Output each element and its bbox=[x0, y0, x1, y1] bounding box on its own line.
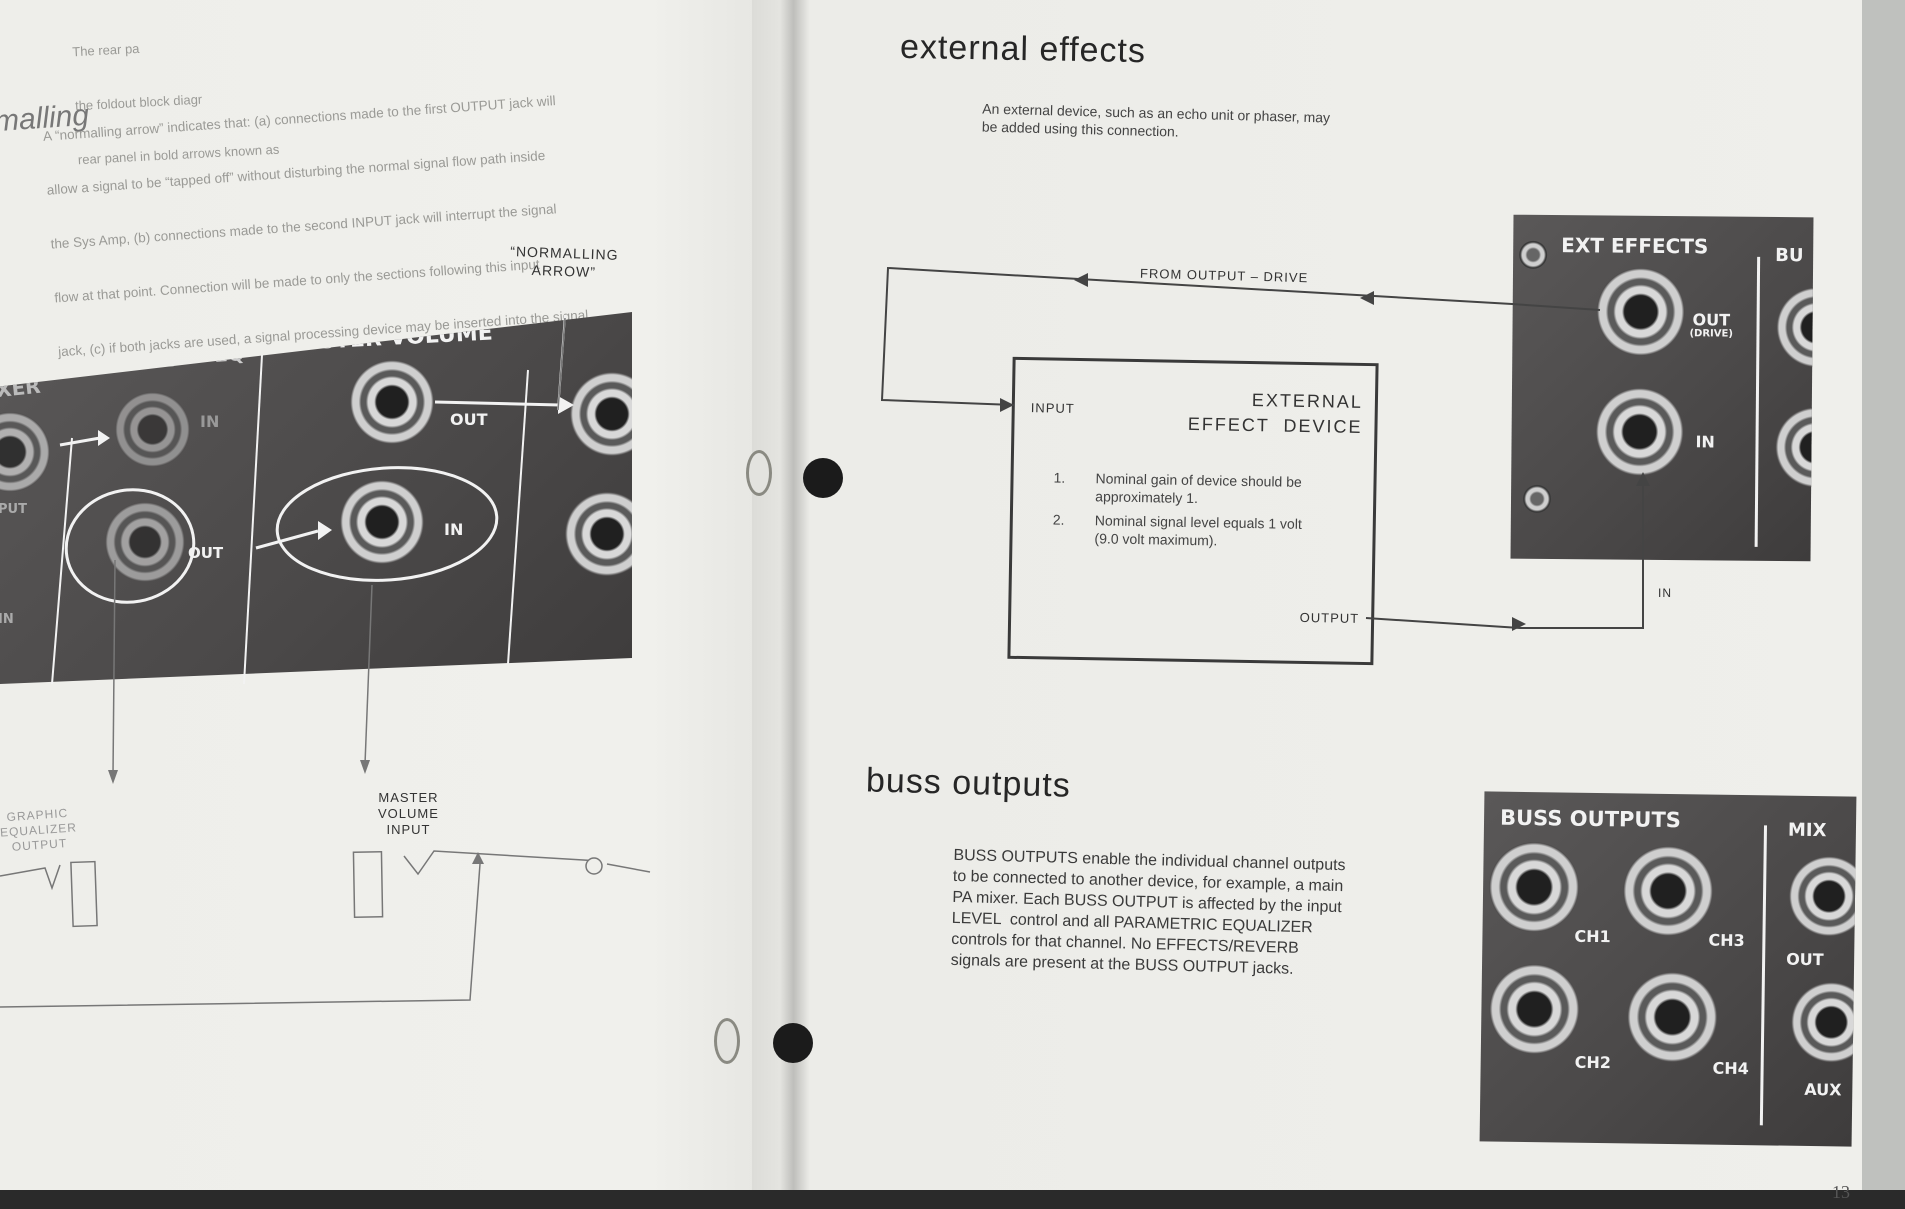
binding-gutter bbox=[780, 0, 810, 1209]
buss-panel-ch2: CH2 bbox=[1574, 1052, 1612, 1073]
page-bottom-edge bbox=[0, 1190, 1905, 1209]
jack-ch1 bbox=[1488, 841, 1580, 933]
buss-panel-aux: AUX bbox=[1804, 1079, 1842, 1100]
panel-label-out-2: OUT bbox=[188, 544, 224, 562]
buss-panel-out: OUT bbox=[1786, 949, 1824, 970]
panel-label-in-2: IN bbox=[444, 520, 464, 539]
jack-ch3 bbox=[1622, 845, 1714, 937]
page-edge bbox=[1862, 0, 1905, 1209]
jack bbox=[340, 480, 424, 564]
jack bbox=[1788, 855, 1857, 937]
binder-hole-top bbox=[803, 458, 843, 498]
binder-hole-bottom bbox=[773, 1023, 813, 1063]
in-label: IN bbox=[1658, 586, 1672, 600]
buss-outputs-heading: buss outputs bbox=[865, 761, 1072, 805]
panel-label-in-3: IN bbox=[0, 612, 14, 627]
panel-divider bbox=[1759, 825, 1768, 1126]
jack bbox=[565, 492, 632, 576]
page-number: 13 bbox=[1832, 1182, 1850, 1202]
binder-ring-bottom bbox=[714, 1018, 740, 1064]
jack-ch4 bbox=[1626, 971, 1718, 1063]
buss-panel-title: BUSS OUTPUTS bbox=[1499, 805, 1682, 833]
buss-panel-ch3: CH3 bbox=[1708, 930, 1745, 951]
buss-outputs-panel: BUSS OUTPUTS MIX CH1 CH3 CH2 CH4 OUT AUX bbox=[1479, 791, 1857, 1147]
jack bbox=[570, 372, 632, 456]
left-signal-diagram bbox=[0, 314, 651, 1008]
jack-ch2 bbox=[1488, 963, 1581, 1055]
panel-label-put: PUT bbox=[0, 502, 27, 517]
master-volume-input-label: MASTER VOLUME INPUT bbox=[378, 790, 439, 837]
binder-ring-top bbox=[746, 450, 772, 496]
panel-label-out: OUT bbox=[450, 410, 488, 429]
buss-panel-mix: MIX bbox=[1787, 819, 1827, 842]
jack bbox=[1790, 981, 1857, 1063]
buss-outputs-text: BUSS OUTPUTS enable the individual chann… bbox=[950, 846, 1346, 978]
jack bbox=[115, 392, 190, 467]
jack bbox=[105, 502, 185, 582]
panel-label-in: IN bbox=[200, 412, 220, 431]
buss-panel-ch1: CH1 bbox=[1574, 926, 1611, 947]
jack bbox=[350, 360, 434, 444]
buss-panel-ch4: CH4 bbox=[1712, 1058, 1750, 1079]
